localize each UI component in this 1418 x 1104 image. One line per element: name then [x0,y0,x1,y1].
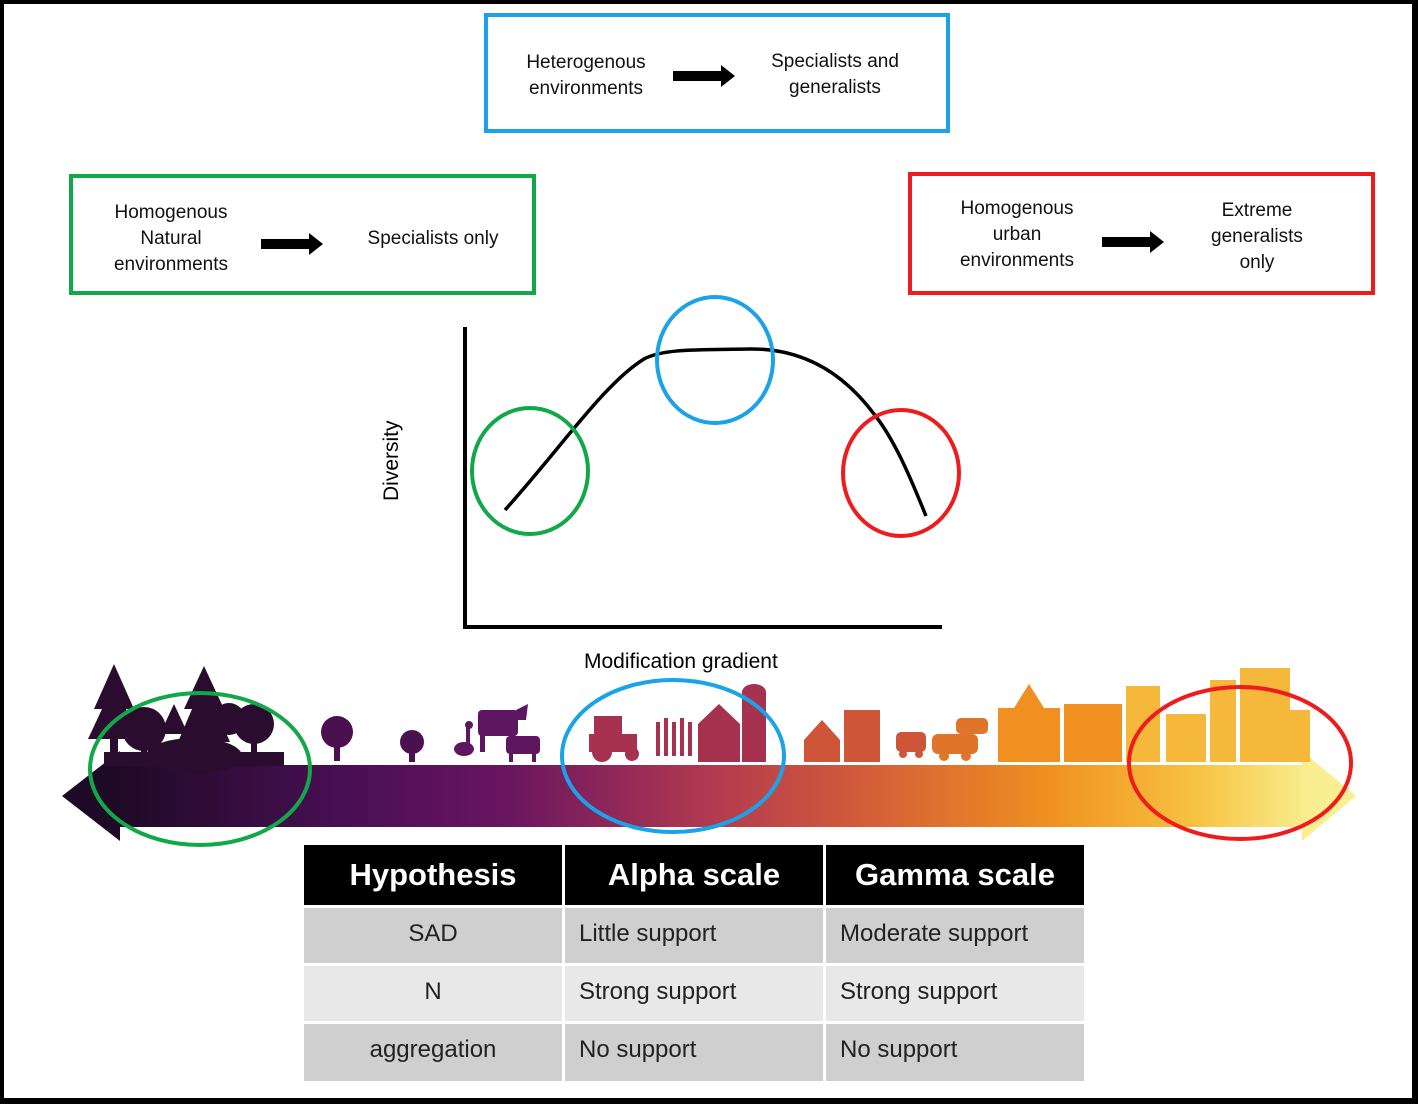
modification-gradient-arrow [62,751,1356,841]
header-hypothesis: Hypothesis [304,845,565,907]
homogenous-urban-box: Homogenous urban environments Extreme ge… [908,172,1375,295]
table-cell: SAD [304,905,565,965]
hypothesis-table: Hypothesis Alpha scale Gamma scale SAD L… [304,845,1084,1081]
heterogenous-circle [655,295,775,425]
arrow-icon [261,233,323,255]
plot-axes [463,327,942,629]
table-cell: Moderate support [824,905,1084,965]
table-cell: Little support [563,905,826,965]
table-cell: Strong support [563,963,826,1023]
diversity-curve [503,347,928,517]
homogenous-natural-box: Homogenous Natural environments Speciali… [69,174,536,295]
homogenous-natural-text: Homogenous Natural environments [113,202,229,275]
natural-zone-circle [88,691,312,847]
arrow-icon [673,65,735,87]
x-axis-label: Modification gradient [584,650,778,673]
extreme-generalists-text: Extreme generalists only [1211,200,1303,273]
city-icon [998,684,1122,762]
livestock-icon [454,704,540,762]
cars-icon [932,718,988,761]
arrow-icon [1102,231,1164,253]
small-tree-icon [321,716,424,762]
specialists-generalists-text: Specialists and generalists [771,51,899,98]
table-header-row: Hypothesis Alpha scale Gamma scale [304,845,1084,907]
heterogenous-environments-text: Heterogenous environments [526,52,646,99]
specialists-only-text: Specialists only [367,228,499,249]
figure-frame: Heterogenous environments Specialists an… [4,4,1412,1098]
town-icon [804,710,926,762]
agricultural-zone-circle [560,678,786,834]
natural-circle [470,406,590,536]
diversity-diagram [62,295,1356,847]
table-row: aggregation No support No support [304,1021,1084,1081]
table-cell: Strong support [824,963,1084,1023]
homogenous-urban-text: Homogenous urban environments [959,198,1075,271]
table-cell: aggregation [304,1021,565,1081]
urban-circle [841,408,961,538]
table-row: SAD Little support Moderate support [304,905,1084,965]
heterogenous-box: Heterogenous environments Specialists an… [484,13,950,133]
table-cell: N [304,963,565,1023]
urban-zone-circle [1127,685,1353,841]
header-gamma-scale: Gamma scale [824,845,1084,907]
table-cell: No support [824,1021,1084,1081]
header-alpha-scale: Alpha scale [563,845,826,907]
table-cell: No support [563,1021,826,1081]
farm-icon [589,684,766,762]
table-row: N Strong support Strong support [304,963,1084,1023]
y-axis-label: Diversity [380,420,403,501]
